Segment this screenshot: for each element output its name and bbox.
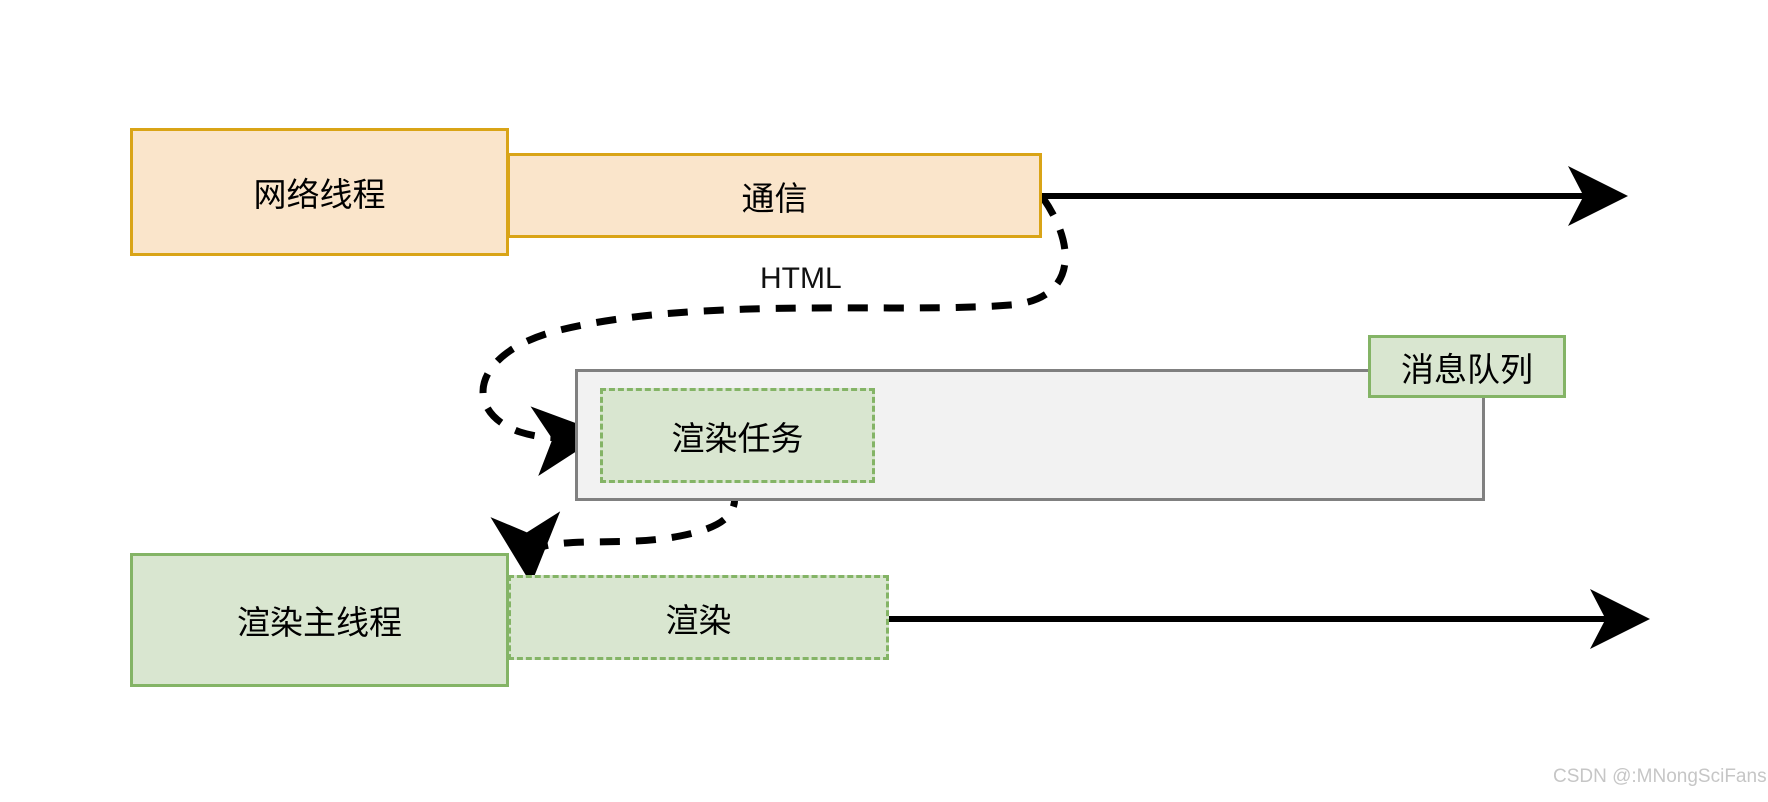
node-render-task-label: 渲染任务 (671, 419, 804, 457)
node-render-label: 渲染 (665, 601, 732, 639)
node-network-thread-label: 网络线程 (253, 176, 386, 213)
node-communication-label: 通信 (741, 179, 808, 217)
watermark-text: CSDN @:MNongSciFans (1553, 766, 1767, 787)
node-message-queue-label: 消息队列 (1401, 350, 1533, 388)
node-render[interactable]: 渲染 (508, 575, 889, 660)
node-render-task[interactable]: 渲染任务 (600, 388, 875, 483)
node-communication[interactable]: 通信 (507, 153, 1042, 238)
node-render-main-thread[interactable]: 渲染主线程 (130, 553, 509, 687)
node-network-thread[interactable]: 网络线程 (130, 128, 509, 256)
node-render-main-thread-label: 渲染主线程 (237, 604, 402, 641)
edge-label-html: HTML (760, 262, 842, 295)
node-message-queue-label-box[interactable]: 消息队列 (1368, 335, 1566, 398)
